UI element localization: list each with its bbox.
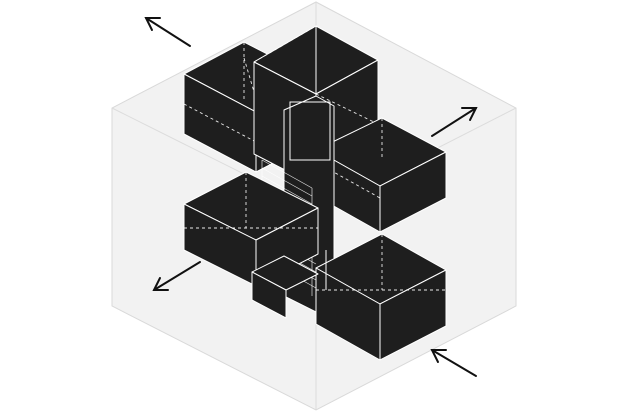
volume-lower-right-front-right (379, 269, 447, 361)
volume-right-upper-front-right (379, 151, 447, 233)
stair-core-frame (289, 101, 331, 161)
arrow-top-left (144, 17, 191, 47)
volume-lower-right (315, 233, 447, 361)
volume-lower-left-front (251, 271, 287, 319)
hidden-edge (183, 103, 257, 143)
volume-lower-left (251, 255, 319, 319)
arrow-bottom-left (152, 261, 201, 291)
arrow-bottom-right (430, 349, 477, 377)
arrow-top-right (431, 107, 478, 137)
